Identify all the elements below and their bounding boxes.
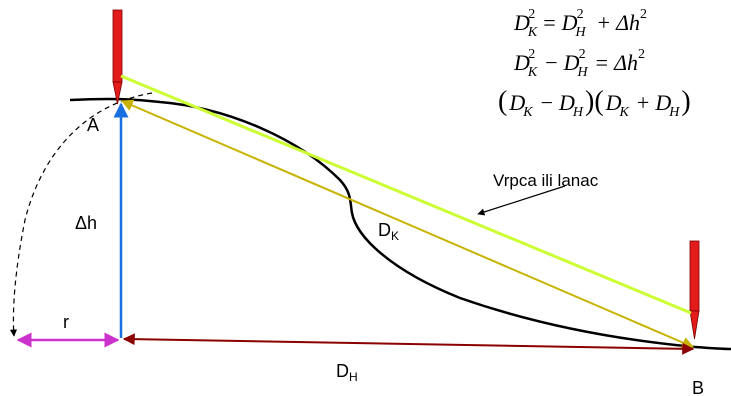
rotation-arc-dashed (9, 92, 153, 337)
rope-pointer-arrow (477, 185, 566, 216)
label-delta-h: Δh (75, 213, 97, 233)
slope-distance-line (120, 99, 695, 349)
equation-3: (DK−DH)(DK+DH) (498, 86, 691, 120)
label-d-h: DH (336, 361, 358, 384)
terrain-curve (69, 97, 731, 351)
stake-a (112, 9, 123, 105)
stake-b (689, 240, 700, 340)
equations-block: DK2=DH2+Δh2 DK2−DH2=Δh2 (DK−DH)(DK+DH) (498, 7, 691, 120)
label-point-a: A (87, 115, 99, 135)
label-point-b: B (692, 378, 704, 396)
label-rope: Vrpca ili lanac (493, 171, 599, 190)
label-d-k: DK (378, 220, 399, 243)
equation-1: DK2=DH2+Δh2 (513, 7, 647, 40)
horizontal-distance-arrow (122, 333, 695, 355)
label-r: r (63, 312, 69, 332)
equation-2: DK2−DH2=Δh2 (513, 47, 645, 80)
